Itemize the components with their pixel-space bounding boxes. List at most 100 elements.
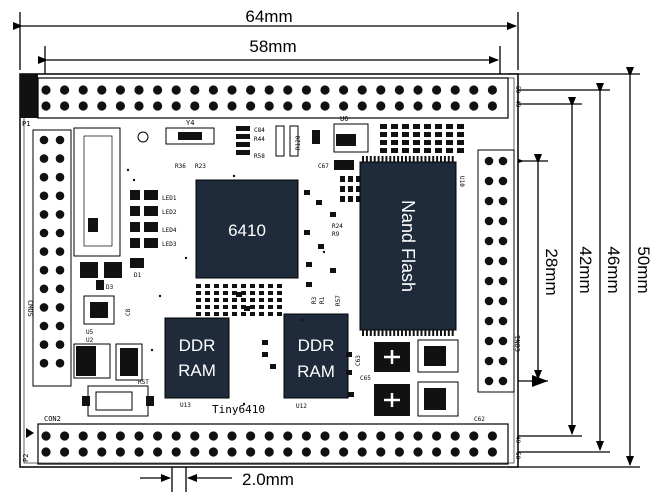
smd-resistor xyxy=(268,291,273,295)
smd-resistor xyxy=(268,312,273,316)
p2-pin xyxy=(208,431,218,441)
smd-resistor xyxy=(457,132,464,137)
ddr-ram-chip-1 xyxy=(164,317,230,399)
p2-pin xyxy=(246,447,256,457)
cmos-pin xyxy=(39,135,49,145)
smd-part xyxy=(244,306,250,311)
smd-resistor xyxy=(457,124,464,129)
smd-resistor xyxy=(205,284,210,288)
smd-resistor xyxy=(232,291,237,295)
smd-resistor xyxy=(413,140,420,145)
nand-pin xyxy=(420,330,423,336)
nand-pin xyxy=(436,156,439,162)
p2-pin xyxy=(60,431,70,441)
c67-cap xyxy=(334,160,354,170)
nand-pin xyxy=(362,330,364,336)
p2-pin xyxy=(339,447,349,457)
con1-pin xyxy=(484,216,494,226)
cmos-pin xyxy=(55,154,65,163)
r36-label: R36 xyxy=(175,163,186,170)
p2-pin1-triangle-icon xyxy=(26,428,34,438)
con1-pin xyxy=(498,356,508,366)
nand-pin xyxy=(404,330,407,336)
smd-resistor xyxy=(277,284,282,288)
smd-resistor xyxy=(391,148,398,153)
smd-resistor xyxy=(391,132,398,137)
con1-pin xyxy=(498,316,508,326)
smd-resistor xyxy=(205,298,210,302)
nand-pin xyxy=(436,330,439,336)
smd-resistor xyxy=(259,305,264,309)
cmos-header xyxy=(32,129,72,387)
p2-pin xyxy=(432,431,442,441)
smd-resistor xyxy=(250,298,255,302)
speck xyxy=(322,250,326,254)
cmos-pin xyxy=(55,172,65,182)
smd-part xyxy=(270,364,276,369)
p1-pin xyxy=(413,85,423,95)
cmos-pin xyxy=(55,284,65,294)
p2-pin xyxy=(413,447,423,457)
smd-resistor xyxy=(402,132,409,137)
smd-part xyxy=(346,370,352,375)
p1-pin xyxy=(115,85,125,95)
led1-label: LED1 xyxy=(162,195,177,202)
p1-pin xyxy=(134,85,144,95)
smd-resistor xyxy=(241,284,246,288)
r58-label: R58 xyxy=(254,153,265,160)
p1-pin xyxy=(487,101,497,111)
p2-pin xyxy=(41,431,51,441)
led-body xyxy=(144,222,158,232)
p2-pin xyxy=(171,431,181,441)
p1-pin xyxy=(153,85,163,95)
u5-chip xyxy=(83,295,115,325)
con1-pin xyxy=(498,296,508,306)
speck xyxy=(184,256,188,260)
cmos-pin xyxy=(39,321,49,331)
nand-pin xyxy=(389,330,392,336)
p1-pin xyxy=(208,101,218,111)
smd-resistor xyxy=(241,305,246,309)
p1-pin xyxy=(246,85,256,95)
p1-pin xyxy=(134,101,144,111)
p2-pin xyxy=(153,431,163,441)
smd-part xyxy=(306,262,312,267)
battery-inner xyxy=(83,135,113,247)
p2-pin xyxy=(190,447,200,457)
cmos-pin xyxy=(55,210,65,219)
p2-pin xyxy=(283,431,293,441)
p2-pin50-label: 50 xyxy=(514,452,521,460)
con1-pins xyxy=(484,156,508,386)
smd-resistor xyxy=(340,176,345,182)
nand-pin xyxy=(440,330,442,336)
rst-button-cap[interactable] xyxy=(95,391,133,411)
bat-pad-a xyxy=(80,262,98,278)
cpu-chip xyxy=(195,179,299,279)
nand-pin xyxy=(401,156,403,162)
smd-resistor xyxy=(391,124,398,129)
smd-resistor xyxy=(223,305,228,309)
smd-resistor xyxy=(214,305,219,309)
smd-resistor xyxy=(214,291,219,295)
p1-pin xyxy=(394,85,404,95)
smd-resistor xyxy=(446,124,453,129)
nand-pin xyxy=(432,156,435,162)
p1-pin xyxy=(171,101,181,111)
led-body xyxy=(144,190,158,200)
p2-pin xyxy=(301,431,311,441)
fb-part xyxy=(289,125,299,157)
c63-label: C63 xyxy=(355,355,362,366)
con2-label: CON2 xyxy=(44,415,61,423)
p1-pin xyxy=(357,85,367,95)
smd-resistor xyxy=(424,124,431,129)
p1-pin xyxy=(320,85,330,95)
smd-part xyxy=(330,212,336,217)
led3-label: LED3 xyxy=(162,241,177,248)
u6-label: U6 xyxy=(340,115,348,123)
smd-resistor xyxy=(446,140,453,145)
p2-pin xyxy=(115,431,125,441)
smd-resistor xyxy=(259,298,264,302)
speck xyxy=(300,318,304,322)
con1-pin xyxy=(484,256,494,266)
